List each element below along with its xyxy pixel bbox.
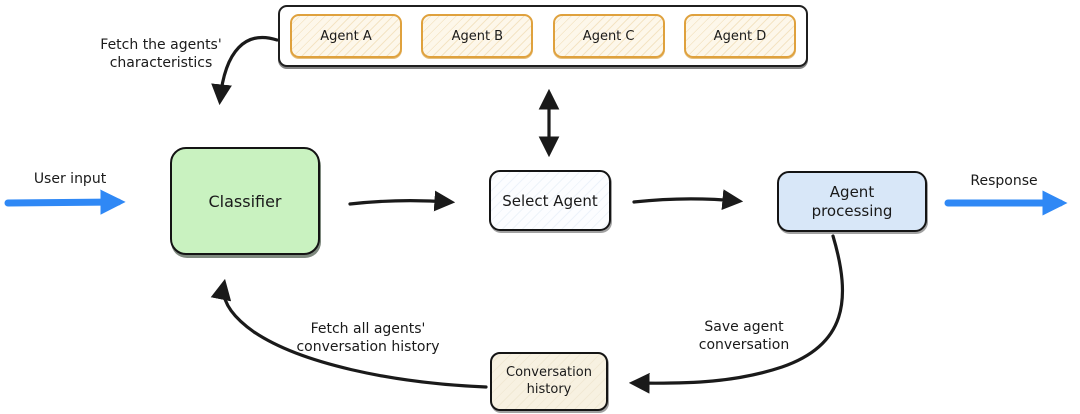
agent-a-label: Agent A — [320, 28, 372, 44]
agent-processing-label: Agent processing — [811, 182, 893, 220]
agent-d-node: Agent D — [683, 14, 796, 58]
select-agent-label: Select Agent — [502, 191, 598, 210]
agent-d-label: Agent D — [713, 28, 767, 44]
fetch-characteristics-label: Fetch the agents' characteristics — [100, 37, 222, 72]
fetch-history-label: Fetch all agents' conversation history — [296, 321, 440, 356]
select-agent-node: Select Agent — [489, 170, 611, 231]
agents-panel: Agent A Agent B Agent C Agent D — [278, 5, 808, 67]
agent-c-label: Agent C — [582, 28, 635, 44]
arrow-save-conversation — [628, 234, 844, 394]
save-conversation-label: Save agent conversation — [698, 319, 790, 354]
agent-b-label: Agent B — [451, 28, 504, 44]
classifier-label: Classifier — [208, 191, 282, 211]
arrow-classifier-to-select — [348, 190, 456, 212]
conversation-history-label: Conversation history — [506, 364, 592, 397]
conversation-history-node: Conversation history — [490, 352, 608, 411]
arrow-user-input — [4, 189, 126, 215]
response-label: Response — [970, 173, 1038, 189]
agent-processing-node: Agent processing — [777, 171, 927, 232]
agent-a-node: Agent A — [290, 14, 402, 58]
user-input-label: User input — [33, 171, 107, 187]
agent-b-node: Agent B — [421, 14, 534, 58]
arrow-select-to-processing — [632, 189, 744, 210]
agent-c-node: Agent C — [552, 14, 665, 58]
classifier-node: Classifier — [170, 147, 320, 255]
